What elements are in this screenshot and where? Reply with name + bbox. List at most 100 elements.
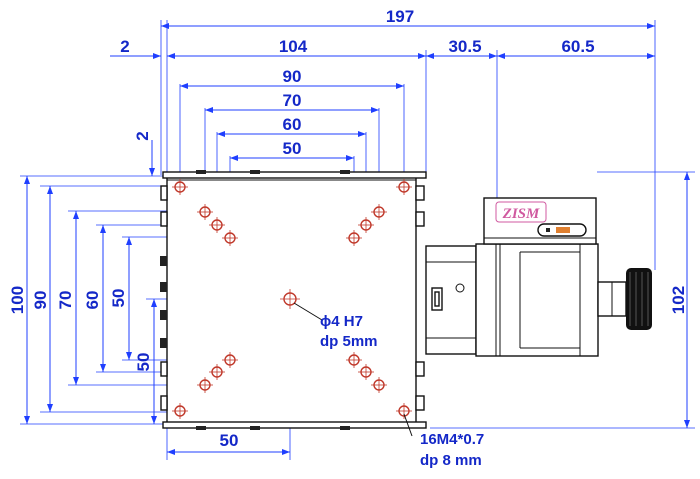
- hole: [371, 377, 387, 393]
- dim-top-2-label: 2: [133, 131, 152, 140]
- arrow: [647, 53, 655, 59]
- stage-top-rail: [162, 171, 427, 179]
- dim-v70-label: 70: [56, 291, 75, 310]
- dim-102-label: 102: [669, 286, 688, 314]
- dim-90-label: 90: [283, 67, 302, 86]
- hole: [222, 352, 238, 368]
- dim-104-label: 104: [279, 37, 308, 56]
- arrow: [167, 449, 175, 455]
- left-screw-head: [160, 282, 167, 292]
- arrow: [489, 53, 497, 59]
- hole: [358, 217, 374, 233]
- top-screw-mark: [250, 170, 260, 174]
- arrow: [217, 131, 225, 137]
- arrow: [47, 186, 53, 194]
- dim-v50-label: 50: [109, 289, 128, 308]
- right-clamp: [415, 211, 425, 227]
- hole: [209, 217, 225, 233]
- arrow: [47, 404, 53, 412]
- arrow: [167, 53, 175, 59]
- right-clamp: [415, 361, 425, 377]
- arrow: [24, 176, 30, 184]
- arrow: [73, 377, 79, 385]
- arrow: [684, 420, 690, 428]
- dim-v90-label: 90: [31, 291, 50, 310]
- left-clamp: [160, 211, 168, 227]
- arrow: [282, 449, 290, 455]
- center-hole-callout-line2: dp 5mm: [320, 333, 378, 350]
- coupling-screw: [455, 283, 465, 293]
- hole: [396, 179, 412, 195]
- arrow: [151, 416, 157, 424]
- dim-30-5-label: 30.5: [448, 37, 481, 56]
- arrow: [161, 23, 169, 29]
- center-hole-leader: [293, 302, 323, 321]
- arrow: [647, 23, 655, 29]
- center-hole: [280, 289, 300, 309]
- hole: [209, 364, 225, 380]
- hole: [396, 403, 412, 419]
- right-clamp: [415, 395, 425, 411]
- arrow: [180, 83, 188, 89]
- left-screw-head: [160, 338, 167, 348]
- tapped-holes: [172, 179, 412, 419]
- adjust-knob[interactable]: [626, 268, 652, 330]
- arrow: [149, 168, 155, 176]
- arrow: [100, 364, 106, 372]
- arrow: [73, 211, 79, 219]
- tapped-hole-callout-line1: 16M4*0.7: [420, 431, 484, 448]
- arrow: [426, 53, 434, 59]
- dim-60-label: 60: [283, 115, 302, 134]
- left-clamp: [160, 395, 168, 411]
- hole: [197, 377, 213, 393]
- dim-v50-bottom-label: 50: [134, 353, 153, 372]
- bottom-screw-mark: [250, 426, 260, 430]
- hole: [197, 204, 213, 220]
- indicator-dot: [546, 228, 550, 232]
- right-clamp: [415, 185, 425, 201]
- arrow: [497, 53, 505, 59]
- arrow: [418, 53, 426, 59]
- hole: [346, 352, 362, 368]
- dim-197-label: 197: [386, 7, 414, 26]
- hole: [172, 403, 188, 419]
- left-screw-head: [160, 310, 167, 320]
- arrow: [358, 131, 366, 137]
- center-hole-callout-line1: ϕ4 H7: [320, 313, 363, 330]
- arrow: [230, 155, 238, 161]
- dim-100-label: 100: [8, 286, 27, 314]
- top-screw-mark: [340, 170, 350, 174]
- left-clamp: [160, 361, 168, 377]
- left-clamp: [160, 185, 168, 201]
- hole: [358, 364, 374, 380]
- top-screw-mark: [196, 170, 206, 174]
- hole: [172, 179, 188, 195]
- arrow: [205, 107, 213, 113]
- tapped-hole-leader: [403, 413, 413, 437]
- bottom-screw-mark: [340, 426, 350, 430]
- tapped-hole-callout-line2: dp 8 mm: [420, 452, 482, 469]
- bottom-screw-mark: [196, 426, 206, 430]
- arrow: [100, 225, 106, 233]
- arrow: [371, 107, 379, 113]
- hole: [222, 230, 238, 246]
- arrow: [126, 237, 132, 245]
- arrow: [126, 352, 132, 360]
- arrow: [151, 299, 157, 307]
- dim-60-5-label: 60.5: [561, 37, 594, 56]
- coupling-clamp-inner: [434, 291, 440, 307]
- zism-logo: ZISM: [502, 206, 540, 222]
- hole: [371, 204, 387, 220]
- indicator-light: [556, 227, 570, 233]
- arrow: [684, 172, 690, 180]
- stage-bottom-rail: [162, 421, 427, 429]
- arrow: [396, 83, 404, 89]
- arrow: [153, 53, 161, 59]
- arrow: [24, 416, 30, 424]
- arrow: [346, 155, 354, 161]
- dim-70-label: 70: [283, 91, 302, 110]
- dim-2-label: 2: [120, 37, 129, 56]
- hole: [346, 230, 362, 246]
